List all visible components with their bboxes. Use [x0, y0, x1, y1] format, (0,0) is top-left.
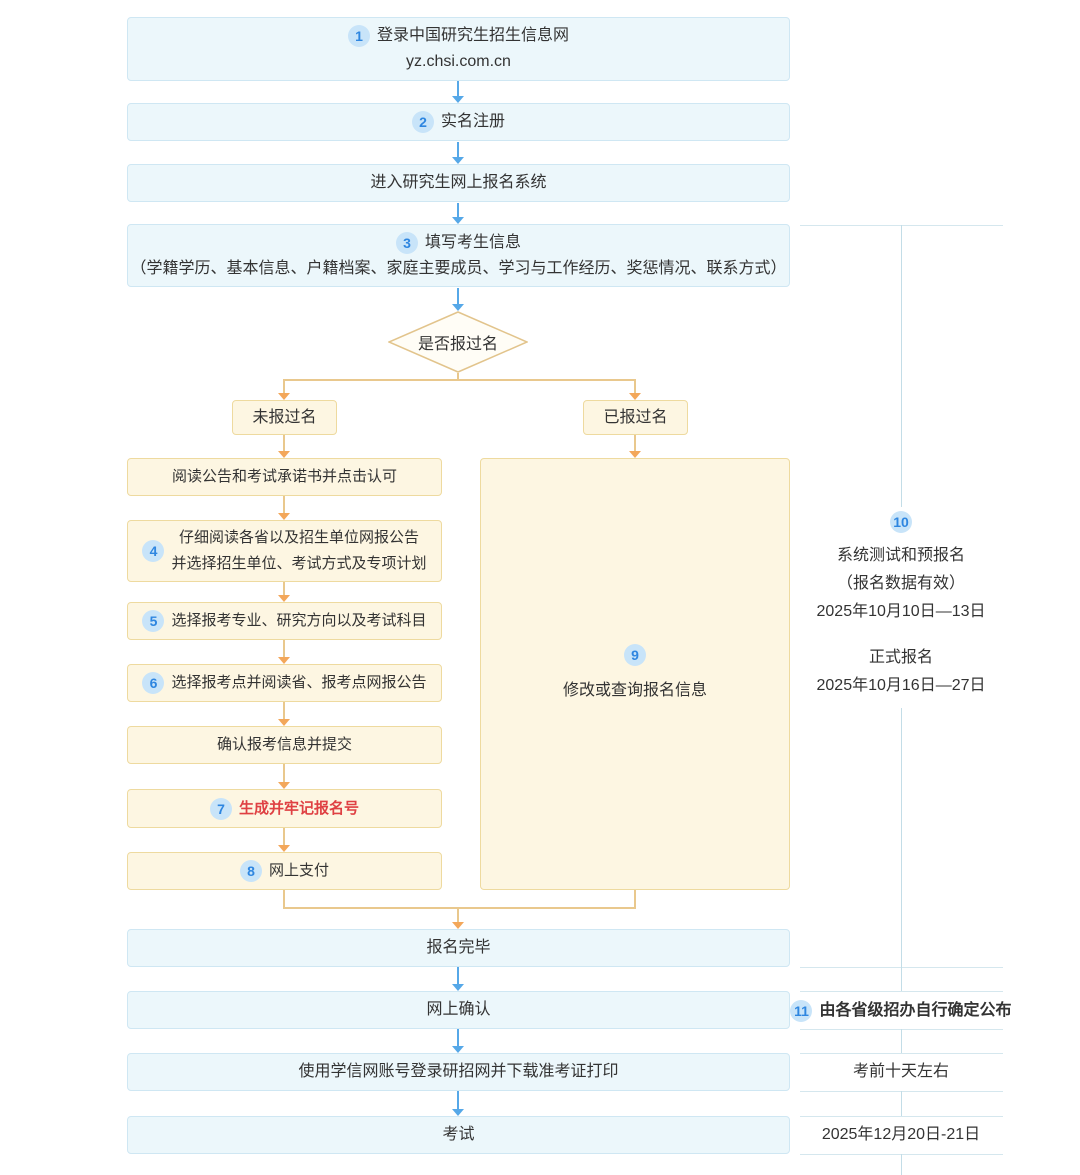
arrow-down-icon: [452, 907, 464, 929]
arrow-down-icon: [278, 828, 290, 852]
connector-line: [283, 907, 636, 909]
choose-major-label: 选择报考专业、研究方向以及考试科目: [171, 612, 427, 629]
step-badge-5: 5: [142, 610, 165, 632]
pre-registration-title: 系统测试和预报名: [836, 547, 965, 564]
timeline-connector: [901, 708, 902, 967]
arrow-down-icon: [452, 288, 464, 311]
timeline-separator: [800, 991, 1003, 992]
flow-step-finish: 报名完毕: [127, 929, 790, 967]
timeline-separator: [800, 1116, 1003, 1117]
choose-site-label: 选择报考点并阅读省、报考点网报公告: [171, 674, 427, 691]
flow-step-register: 2 实名注册: [127, 103, 790, 141]
confirm-submit-label: 确认报考信息并提交: [216, 736, 352, 753]
pre-registration-dates: 2025年10月10日—13日: [816, 603, 986, 620]
arrow-down-icon: [452, 967, 464, 991]
arrow-down-icon: [278, 379, 290, 400]
arrow-down-icon: [452, 203, 464, 224]
step-badge-6: 6: [142, 672, 165, 694]
timeline-separator: [800, 1053, 1003, 1054]
arrow-down-icon: [278, 640, 290, 664]
flow-step-remember-id: 7 生成并牢记报名号: [127, 789, 442, 828]
arrow-down-icon: [278, 435, 290, 458]
arrow-down-icon: [278, 582, 290, 602]
fill-info-title: 填写考生信息: [424, 233, 521, 251]
fill-info-detail: （学籍学历、基本信息、户籍档案、家庭主要成员、学习与工作经历、奖惩情况、联系方式…: [130, 259, 787, 277]
remember-id-label: 生成并牢记报名号: [238, 799, 359, 817]
read-detail-line2: 并选择招生单位、考试方式及专项计划: [171, 555, 427, 572]
login-url: yz.chsi.com.cn: [406, 53, 511, 70]
arrow-down-icon: [452, 1091, 464, 1116]
step-badge-11: 11: [790, 1000, 813, 1022]
branch-no-label: 未报过名: [252, 408, 317, 426]
print-ticket-label: 使用学信网账号登录研招网并下载准考证打印: [298, 1063, 619, 1080]
flow-step-choose-major: 5 选择报考专业、研究方向以及考试科目: [127, 602, 442, 640]
decision-diamond: 是否报过名: [388, 311, 528, 373]
step-badge-4: 4: [142, 540, 165, 562]
branch-yes-label: 已报过名: [603, 408, 668, 426]
connector-line: [634, 890, 636, 908]
ticket-note-label: 考前十天左右: [852, 1063, 949, 1080]
register-label: 实名注册: [440, 113, 505, 130]
flow-step-enter-system: 进入研究生网上报名系统: [127, 164, 790, 202]
step-badge-8: 8: [239, 860, 262, 882]
confirm-note-label: 由各省级招办自行确定公布: [819, 1002, 1012, 1019]
online-confirm-label: 网上确认: [426, 1001, 491, 1018]
official-registration-title: 正式报名: [868, 649, 933, 666]
step-badge-9: 9: [624, 644, 646, 666]
step-badge-10: 10: [890, 511, 912, 533]
modify-query-label: 修改或查询报名信息: [562, 682, 707, 699]
arrow-down-icon: [452, 142, 464, 164]
branch-not-registered: 未报过名: [232, 400, 337, 435]
connector-line: [284, 379, 636, 381]
pre-registration-note: （报名数据有效）: [836, 575, 965, 592]
exam-dates-label: 2025年12月20日-21日: [821, 1126, 981, 1143]
arrow-down-icon: [629, 379, 641, 400]
finish-label: 报名完毕: [426, 939, 491, 956]
arrow-down-icon: [278, 764, 290, 789]
arrow-down-icon: [452, 1029, 464, 1053]
flow-step-print-ticket: 使用学信网账号登录研招网并下载准考证打印: [127, 1053, 790, 1091]
confirm-note-row: 11 由各省级招办自行确定公布: [771, 999, 1031, 1023]
step-badge-1: 1: [347, 25, 370, 47]
arrow-down-icon: [629, 435, 641, 458]
arrow-down-icon: [278, 702, 290, 726]
connector-line: [283, 890, 285, 908]
pay-online-label: 网上支付: [268, 862, 329, 879]
login-title: 登录中国研究生招生信息网: [376, 27, 569, 44]
diamond-shape-icon: [388, 311, 528, 373]
step-badge-7: 7: [209, 797, 232, 820]
connector-line: [457, 373, 459, 380]
official-registration-dates: 2025年10月16日—27日: [816, 677, 986, 694]
decision-label: 是否报过名: [417, 336, 498, 353]
arrow-down-icon: [278, 496, 290, 520]
timeline-connector: [901, 967, 902, 991]
flow-step-pay-online: 8 网上支付: [127, 852, 442, 890]
enter-system-label: 进入研究生网上报名系统: [370, 174, 547, 191]
flow-step-read-detail: 4 仔细阅读各省以及招生单位网报公告 并选择招生单位、考试方式及专项计划: [127, 520, 442, 582]
flow-step-login: 1 登录中国研究生招生信息网 yz.chsi.com.cn: [127, 17, 790, 81]
timeline-connector: [901, 1091, 902, 1116]
timeline-connector: [901, 1029, 902, 1053]
flow-step-read-notice: 阅读公告和考试承诺书并点击认可: [127, 458, 442, 496]
step-badge-3: 3: [395, 231, 418, 254]
timeline-connector: [901, 1154, 902, 1175]
flow-step-choose-site: 6 选择报考点并阅读省、报考点网报公告: [127, 664, 442, 702]
branch-registered: 已报过名: [583, 400, 688, 435]
exam-label: 考试: [442, 1126, 475, 1143]
flow-step-fill-info: 3 填写考生信息 （学籍学历、基本信息、户籍档案、家庭主要成员、学习与工作经历、…: [127, 224, 790, 287]
timeline-connector: [901, 225, 902, 507]
flow-step-exam: 考试: [127, 1116, 790, 1154]
arrow-down-icon: [452, 81, 464, 103]
step-badge-2: 2: [411, 111, 434, 133]
flow-step-confirm-submit: 确认报考信息并提交: [127, 726, 442, 764]
flow-step-modify-query: 9 修改或查询报名信息: [480, 458, 790, 890]
read-notice-label: 阅读公告和考试承诺书并点击认可: [171, 468, 397, 485]
flow-step-online-confirm: 网上确认: [127, 991, 790, 1029]
read-detail-line1: 仔细阅读各省以及招生单位网报公告: [178, 529, 419, 546]
